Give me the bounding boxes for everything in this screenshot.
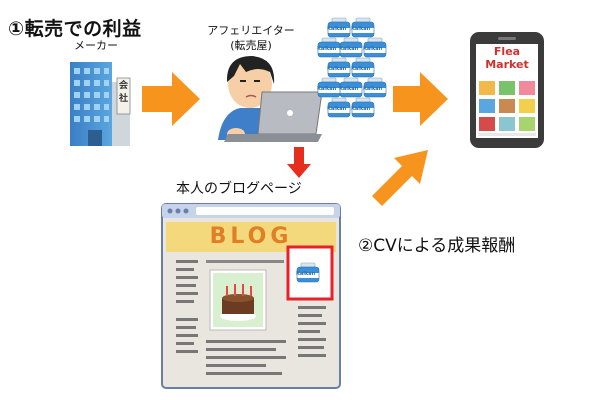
product-label: Kaikan [363, 86, 383, 92]
affiliate-label-line1: アフェリエイター [207, 24, 295, 37]
laptop-icon [224, 91, 323, 142]
product-label: Kaikan [317, 46, 337, 52]
phone-app-title-line2: Market [485, 58, 529, 71]
blog-page-label: 本人のブログページ [176, 181, 302, 197]
product-label: Kaikan [327, 106, 347, 112]
smartphone-icon [470, 32, 544, 148]
route2-label: ②CVによる成果報酬 [358, 236, 516, 256]
product-label: Kaikan [363, 46, 383, 52]
product-label: Kaikan [327, 26, 347, 32]
product-label: Kaikan [327, 66, 347, 72]
product-label: Kaikan [339, 46, 359, 52]
phone-app-title: Flea Market [478, 45, 536, 71]
maker-label: メーカー [74, 39, 118, 52]
arrow-affiliate-to-market [393, 72, 448, 126]
arrow-maker-to-affiliate [142, 72, 200, 126]
building-sign-line1: 会 [118, 81, 128, 91]
product-label: Kaikan [339, 86, 359, 92]
cake-image [209, 269, 267, 331]
affiliate-label: アフェリエイター (転売屋) [196, 23, 306, 53]
affiliate-product-highlight [286, 245, 334, 301]
product-label: Kaikan [317, 86, 337, 92]
building-sign: 会 社 [117, 80, 130, 106]
blog-logo: BLOG [209, 224, 293, 249]
maker-building-icon [70, 62, 131, 146]
arrow-blog-to-market [372, 150, 428, 206]
route1-label: ①転売での利益 [8, 18, 142, 40]
product-label: Kaikan [296, 271, 316, 277]
product-label: Kaikan [351, 66, 371, 72]
phone-app-title-line1: Flea [493, 45, 521, 58]
product-label: Kaikan [351, 26, 371, 32]
building-sign-line2: 社 [118, 94, 128, 104]
affiliate-label-line2: (転売屋) [230, 39, 272, 52]
product-label: Kaikan [351, 106, 371, 112]
arrow-affiliate-to-blog [287, 147, 311, 178]
